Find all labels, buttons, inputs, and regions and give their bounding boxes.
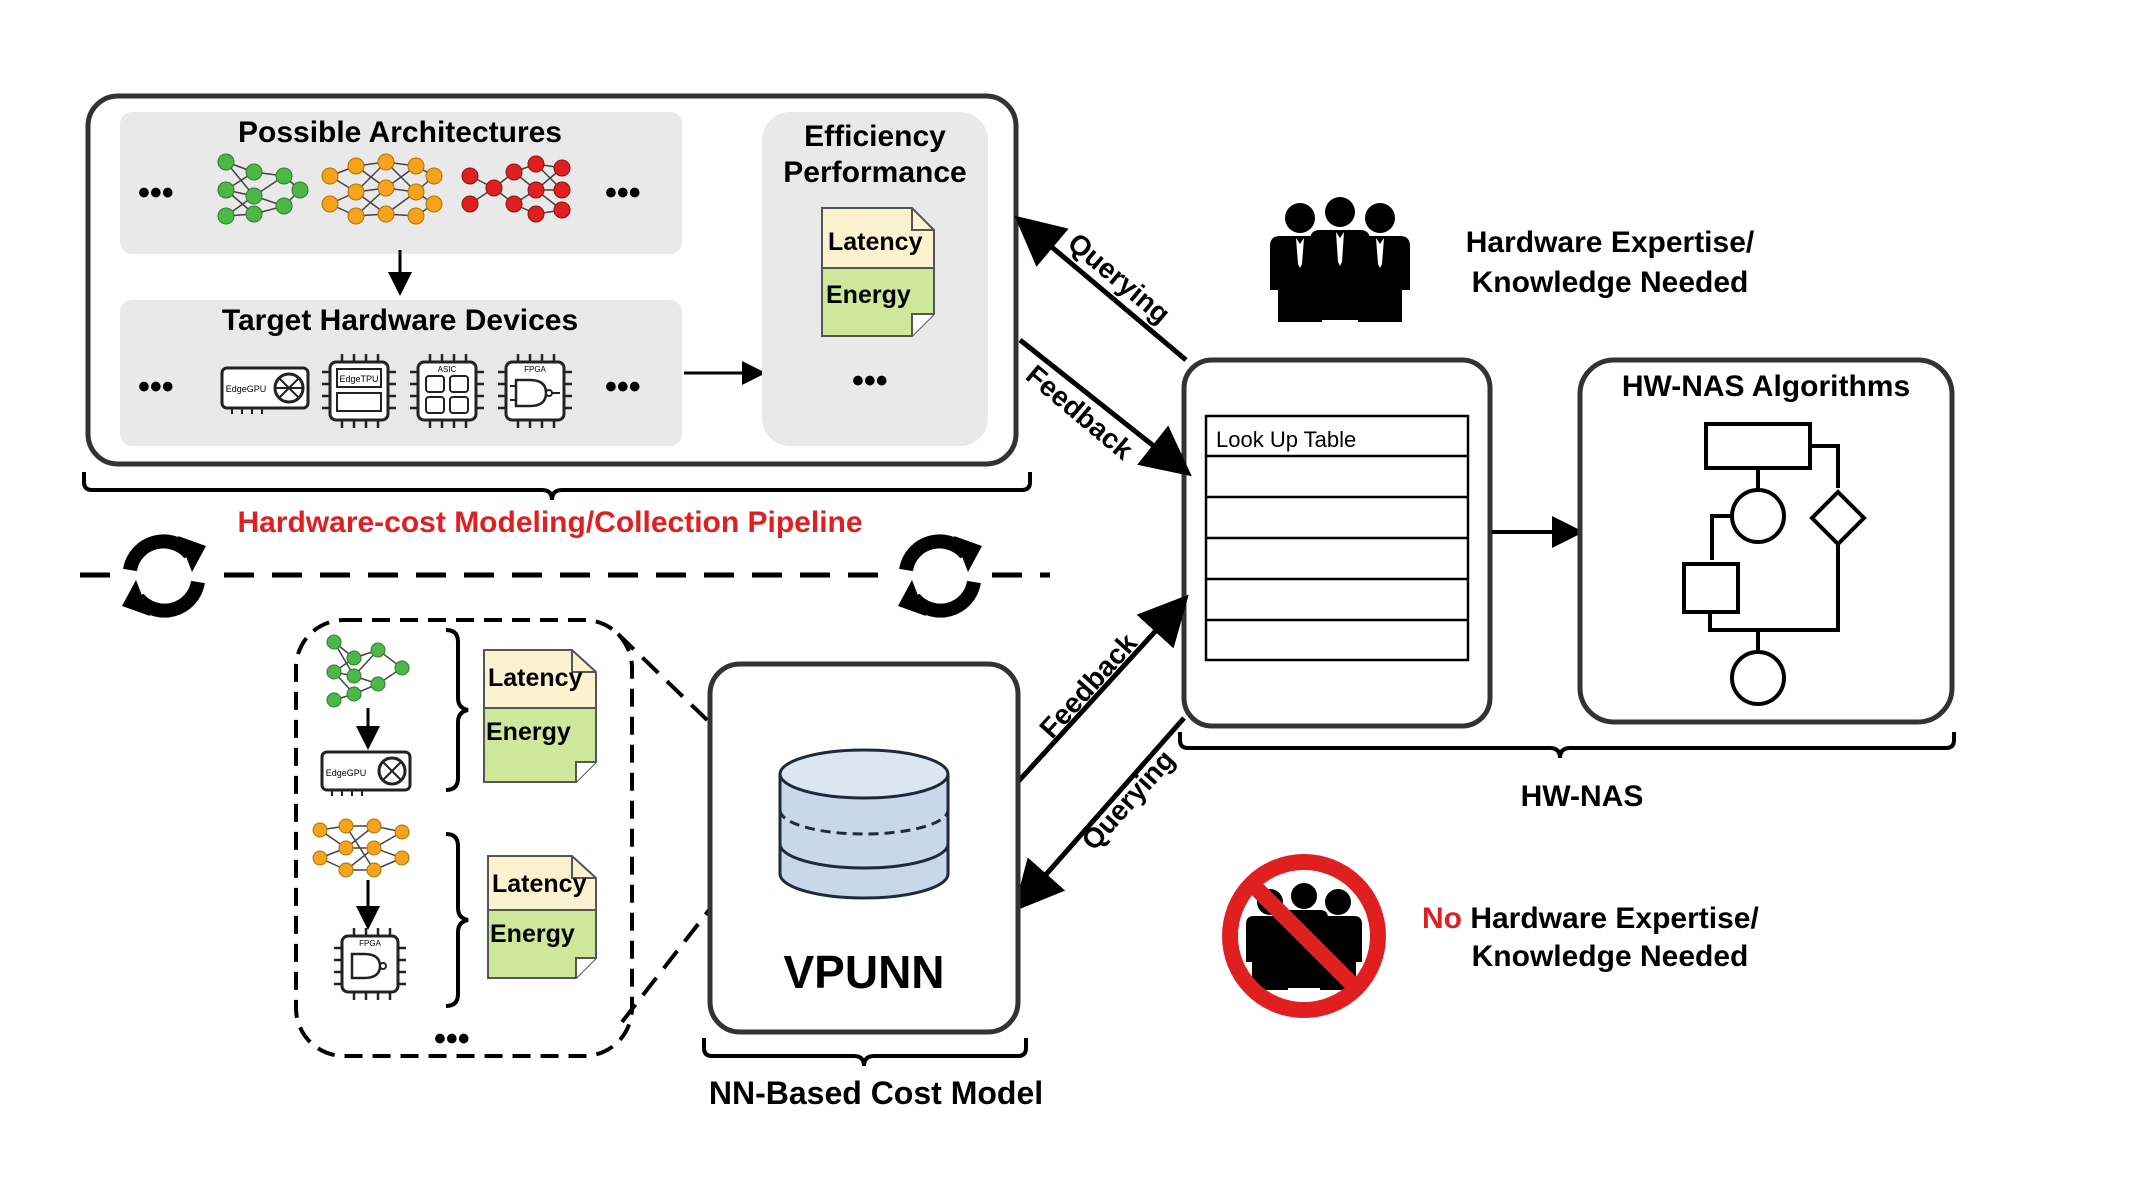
detail-latency-label-1: Latency	[488, 664, 583, 692]
vpunn-box: VPUNN	[707, 661, 1021, 1035]
detail-ellipsis: •••	[434, 1020, 470, 1058]
database-icon	[778, 748, 950, 900]
pipeline-panel: Possible Architectures ••• ••• Target Ha…	[85, 93, 1019, 467]
efficiency-title-line1: Efficiency	[804, 120, 946, 153]
efficiency-title-line2: Performance	[783, 156, 966, 189]
detail-note-2: Latency Energy	[487, 855, 597, 979]
green-nn-icon	[217, 153, 309, 225]
orange-nn-small-icon	[312, 818, 410, 878]
detail-energy-label-2: Energy	[490, 920, 575, 948]
edgetpu-chip-icon: EdgeTPU	[322, 354, 396, 428]
lookup-table-box: Look Up Table	[1181, 357, 1493, 729]
algorithms-title: HW-NAS Algorithms	[1622, 370, 1910, 403]
fpga-small-icon: FPGA	[334, 928, 406, 1000]
ellipsis-right-hw: •••	[605, 368, 641, 406]
flowchart-icon	[1682, 422, 1867, 706]
ellipsis-left-arch: •••	[138, 174, 174, 212]
zoom-line-bottom	[620, 804, 792, 1024]
querying-bottom-arrow	[1013, 716, 1186, 912]
querying-top-label: Querying	[1062, 227, 1176, 330]
lookup-table-label: Look Up Table	[1216, 427, 1356, 452]
vpunn-label: VPUNN	[783, 946, 944, 998]
possible-architectures-title: Possible Architectures	[238, 116, 562, 149]
hwnas-caption: HW-NAS	[1521, 780, 1644, 813]
cost-model-detail-box: EdgeGPU Latency Energy	[294, 618, 634, 1058]
fpga-chip-icon: FPGA	[498, 354, 572, 428]
people-group-icon	[1270, 197, 1410, 322]
svg-text:EdgeGPU: EdgeGPU	[226, 384, 267, 394]
refresh-icon-right	[892, 528, 988, 624]
querying-top-arrow	[1014, 215, 1188, 362]
feedback-bottom-arrow	[1014, 594, 1189, 786]
detail-note-1: Latency Energy	[483, 649, 597, 783]
zoom-line-top	[616, 632, 792, 802]
green-nn-small-icon	[326, 634, 410, 708]
svg-text:EdgeTPU: EdgeTPU	[339, 374, 378, 384]
no-expertise-line1: No Hardware Expertise/	[1422, 902, 1759, 935]
feedback-top-label: Feedback	[1020, 359, 1139, 466]
no-word: No	[1422, 902, 1462, 935]
ellipsis-left-hw: •••	[138, 368, 174, 406]
efficiency-ellipsis: •••	[852, 362, 888, 400]
target-hardware-title: Target Hardware Devices	[222, 304, 578, 337]
expertise-needed-line2: Knowledge Needed	[1472, 266, 1749, 299]
no-expertise-icon	[1222, 854, 1386, 1018]
no-expertise-rest: Hardware Expertise/	[1462, 902, 1759, 935]
cost-model-caption: NN-Based Cost Model	[709, 1075, 1043, 1111]
svg-text:FPGA: FPGA	[524, 365, 546, 374]
detail-latency-label-2: Latency	[492, 870, 587, 898]
efficiency-note: Latency Energy	[821, 207, 935, 337]
feedback-bottom-label: Feedback	[1033, 627, 1143, 744]
red-nn-icon	[461, 155, 571, 223]
ellipsis-right-arch: •••	[605, 174, 641, 212]
edgegpu-chip-icon: EdgeGPU	[220, 366, 310, 414]
querying-bottom-label: Querying	[1075, 744, 1180, 856]
asic-chip-icon: ASIC	[410, 354, 484, 428]
svg-text:ASIC: ASIC	[438, 365, 457, 374]
hwnas-bracket	[1178, 732, 1956, 759]
algorithms-box: HW-NAS Algorithms	[1577, 357, 1955, 725]
expertise-needed-line1: Hardware Expertise/	[1466, 226, 1755, 259]
pipeline-caption: Hardware-cost Modeling/Collection Pipeli…	[237, 506, 862, 539]
edgegpu-small-icon: EdgeGPU	[320, 750, 412, 796]
cost-model-bracket	[702, 1038, 1028, 1067]
feedback-top-arrow	[1018, 338, 1192, 477]
no-expertise-line2: Knowledge Needed	[1472, 940, 1749, 973]
detail-brace-1	[445, 628, 469, 792]
svg-text:FPGA: FPGA	[359, 939, 381, 948]
efficiency-latency-label: Latency	[828, 228, 923, 256]
svg-text:EdgeGPU: EdgeGPU	[326, 768, 367, 778]
detail-brace-2	[445, 832, 469, 1008]
pipeline-bracket	[82, 472, 1032, 501]
efficiency-energy-label: Energy	[826, 281, 911, 309]
orange-nn-icon	[321, 153, 443, 225]
detail-energy-label-1: Energy	[486, 718, 571, 746]
refresh-icon-left	[116, 528, 212, 624]
